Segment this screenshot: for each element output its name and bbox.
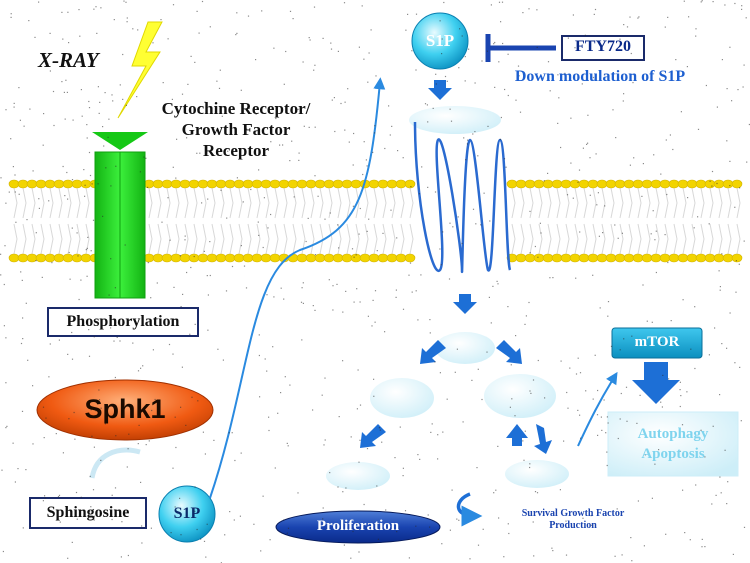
autophagy-label-line2: Apoptosis	[641, 446, 705, 462]
phosphorylation-label: Phosphorylation	[66, 313, 180, 330]
mtor-label: mTOR	[634, 334, 680, 350]
pi3k-faded-node	[484, 374, 556, 418]
s1p-transport-curve	[209, 77, 386, 499]
receptor-label-line3: Receptor	[202, 141, 270, 160]
akt-faded-node	[505, 460, 569, 488]
s1p-receptor-faded-label	[409, 106, 501, 134]
sphingosine-box	[29, 497, 147, 529]
survival-label-line2: Production	[549, 520, 597, 531]
s1p-top-node	[411, 12, 469, 70]
receptor-label: Cytochine Receptor/ Growth Factor Recept…	[146, 98, 326, 161]
ras-faded-node	[370, 378, 434, 418]
proliferation-node	[275, 510, 441, 544]
g-protein-faded	[435, 332, 495, 364]
autophagy-box	[607, 411, 739, 477]
inhibition-bar-icon	[485, 34, 556, 62]
xray-label: X-RAY	[38, 48, 99, 72]
autophagy-label-line1: Autophagy	[637, 426, 709, 442]
autophagy-label: Autophagy Apoptosis	[608, 424, 738, 464]
growth-factor-receptor	[92, 132, 148, 299]
down-modulation-label: Down modulation of S1P	[514, 68, 686, 85]
signal-arrows	[360, 80, 680, 454]
gpcr-helix	[413, 121, 512, 274]
sphk1-node	[36, 379, 214, 441]
proliferation-label: Proliferation	[316, 518, 400, 534]
survival-label-line1: Survival Growth Factor	[521, 508, 625, 519]
s1p-top-label: S1P	[425, 31, 455, 50]
erk-faded-node	[326, 462, 390, 490]
akt-to-mtor-arrow	[577, 371, 618, 447]
receptor-label-line2: Growth Factor	[181, 120, 291, 139]
lightning-bolt-icon	[117, 21, 163, 119]
sphk1-label: Sphk1	[84, 394, 166, 424]
mtor-node	[611, 327, 703, 359]
s1p-bottom-label: S1P	[173, 505, 201, 522]
survival-label: Survival Growth Factor Production	[488, 508, 658, 532]
feedback-curl-icon	[456, 492, 483, 527]
fty720-box	[561, 35, 645, 61]
sphingosine-label: Sphingosine	[46, 504, 130, 521]
fty720-label: FTY720	[575, 38, 631, 55]
curved-arrow-icon	[89, 447, 141, 479]
s1p-bottom-node	[158, 485, 216, 543]
phosphorylation-box	[47, 307, 199, 337]
receptor-label-line1: Cytochine Receptor/	[161, 99, 311, 118]
